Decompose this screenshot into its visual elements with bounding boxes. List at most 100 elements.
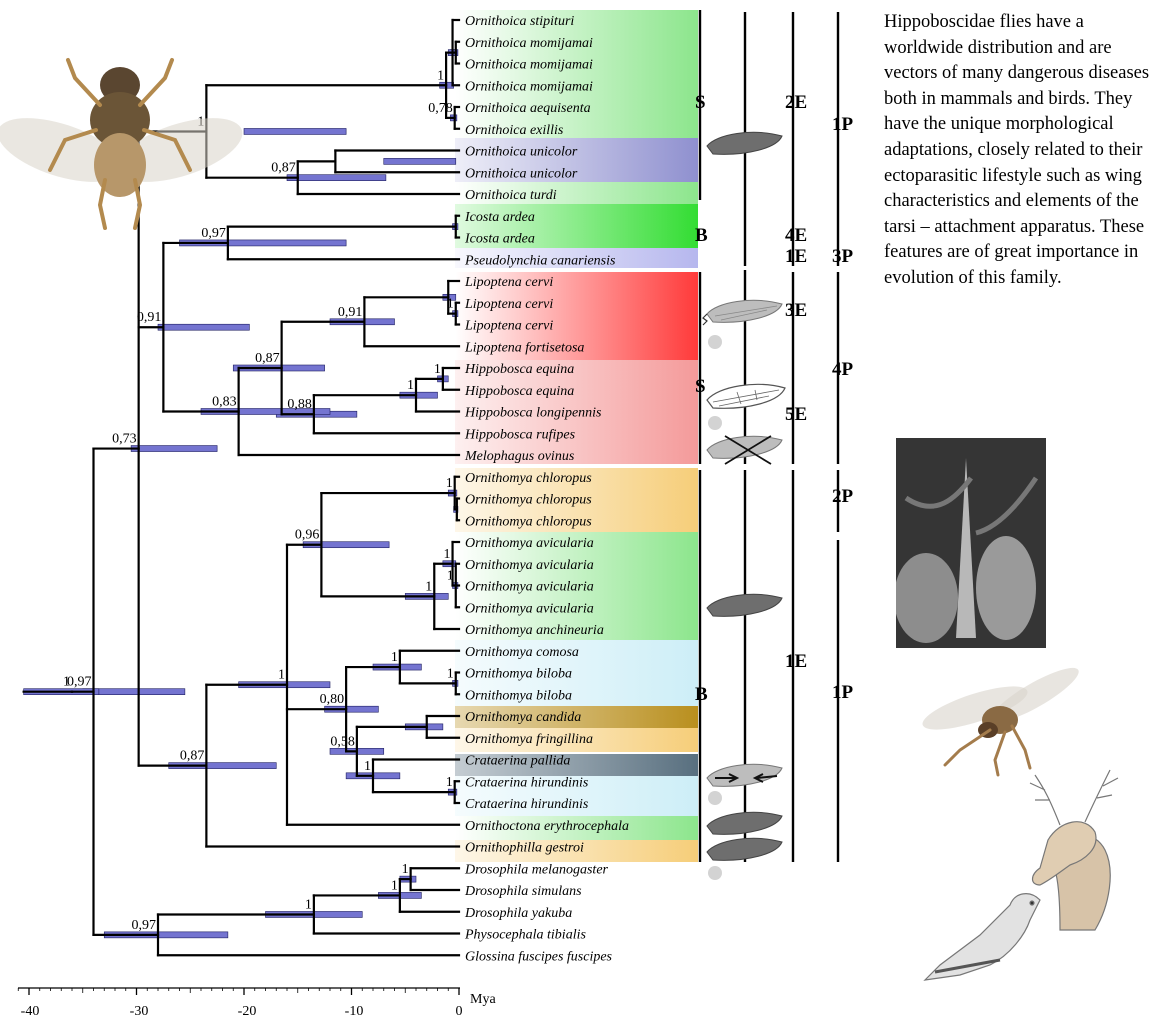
taxon-label: Ornithomya candida [465, 710, 581, 725]
pathogen-label: 1P [832, 114, 854, 135]
band-ornithomya-comosa [455, 640, 698, 706]
axis-ticks [17, 988, 460, 995]
band-ornithophilla [455, 840, 698, 862]
taxon-label: Ornithomya avicularia [465, 601, 594, 616]
support-value: 1 [305, 897, 312, 912]
taxon-label: Icosta ardea [464, 232, 535, 247]
band-hippobosca [455, 360, 698, 464]
time-axis: -40 -30 -20 -10 0 Mya [17, 987, 496, 1019]
circle-icon [708, 791, 722, 805]
support-value: 0,88 [287, 397, 312, 412]
taxon-label: Ornithomya avicularia [465, 536, 594, 551]
band-crataerina-hirundinis [455, 776, 698, 816]
wing-icon [706, 435, 783, 465]
epidemiology-label: 1E [785, 246, 807, 267]
node-age-bar [286, 174, 387, 181]
band-ornithomya-avicularia [455, 532, 698, 640]
wing-icon [706, 811, 783, 835]
band-ornithoctona [455, 816, 698, 840]
taxon-label: Crataerina hirundinis [465, 797, 589, 812]
taxon-label: Lipoptena cervi [464, 319, 553, 334]
wing-icon [706, 837, 783, 861]
support-value: 1 [425, 579, 432, 594]
support-value: 1 [402, 862, 409, 877]
taxon-label: Hippobosca equina [464, 362, 574, 377]
tick-label: -10 [345, 1004, 364, 1019]
support-value: 1 [446, 775, 453, 790]
band-ornithoica-a [455, 10, 698, 138]
epidemiology-labels: 2E 4E 1E 3E 5E 1E [785, 92, 807, 672]
taxon-label: Ornithomya anchineuria [465, 623, 604, 638]
wing-icon [706, 593, 783, 617]
pathogen-label: 3P [832, 246, 854, 267]
pathogen-labels: 1P 3P 4P 2P 1P [832, 114, 854, 703]
pathogen-label: 1P [832, 682, 854, 703]
support-value: 1 [63, 675, 70, 690]
circle-icon [708, 416, 722, 430]
host-letter: S [695, 92, 706, 113]
taxon-label: Melophagus ovinus [464, 449, 575, 464]
circle-icon [708, 335, 722, 349]
support-value: 1 [364, 759, 371, 774]
annotation-columns [698, 10, 840, 862]
taxon-label: Ornithoica stipituri [465, 14, 574, 29]
taxon-label: Ornithomya avicularia [465, 580, 594, 595]
support-value: 1 [447, 666, 454, 681]
epidemiology-label: 4E [785, 225, 807, 246]
host-letter: B [695, 225, 708, 246]
taxon-label: Ornithoica aequisenta [465, 101, 591, 116]
node-age-bar [130, 445, 218, 452]
taxon-label: Glossina fuscipes fuscipes [465, 949, 613, 964]
band-ornithomya-chloropus [455, 468, 698, 532]
support-value: 1 [434, 362, 441, 377]
taxon-label: Ornithomya chloropus [465, 471, 592, 486]
tick-label: -40 [21, 1004, 40, 1019]
node-age-bar [157, 323, 250, 331]
taxon-label: Ornithomya biloba [465, 667, 572, 682]
support-value: 0,80 [320, 692, 345, 707]
support-value: 0,97 [132, 918, 157, 933]
wing-icon [706, 131, 783, 155]
taxon-label: Ornithoica turdi [465, 188, 557, 203]
taxon-label: Hippobosca rufipes [464, 427, 576, 442]
epidemiology-label: 2E [785, 92, 807, 113]
taxon-label: Icosta ardea [464, 210, 535, 225]
host-letters: S B S B [695, 92, 708, 705]
circle-icon [708, 866, 722, 880]
node-age-bar [383, 158, 457, 165]
support-value: 0,73 [112, 432, 137, 447]
support-value: 1 [407, 378, 414, 393]
epidemiology-label: 5E [785, 404, 807, 425]
hippoboscid-fly-photo [0, 58, 243, 230]
tick-label: -30 [130, 1004, 149, 1019]
tick-label: -20 [238, 1004, 257, 1019]
band-icosta [455, 204, 698, 248]
support-value: 1 [447, 569, 454, 584]
support-value: 0,91 [338, 305, 363, 320]
support-value: 1 [391, 878, 398, 893]
taxon-label: Hippobosca longipennis [464, 406, 602, 421]
taxon-label: Ornithoica unicolor [465, 166, 578, 181]
tick-label: 0 [456, 1004, 463, 1019]
band-ornithomya-fringillina [455, 728, 698, 752]
clade-color-bands [455, 10, 698, 862]
band-ornithoica-turdi [455, 182, 698, 204]
tree-branches [22, 18, 461, 957]
taxon-label: Ornithomya avicularia [465, 558, 594, 573]
taxon-label: Drosophila melanogaster [464, 862, 609, 877]
band-crataerina-pallida [455, 754, 698, 776]
support-value: 0,58 [330, 734, 355, 749]
epidemiology-label: 3E [785, 300, 807, 321]
support-value: 0,83 [212, 395, 237, 410]
support-value: 0,78 [428, 101, 453, 116]
taxon-label: Ornithoica momijamai [465, 79, 593, 94]
taxon-label: Ornithophilla gestroi [465, 841, 584, 856]
support-value: 0,87 [271, 161, 296, 176]
pathogen-label: 2P [832, 486, 854, 507]
node-age-bar [243, 128, 347, 135]
taxon-label: Ornithomya fringillina [465, 732, 593, 747]
wing-icon [706, 763, 783, 787]
support-value: 0,96 [295, 528, 320, 543]
